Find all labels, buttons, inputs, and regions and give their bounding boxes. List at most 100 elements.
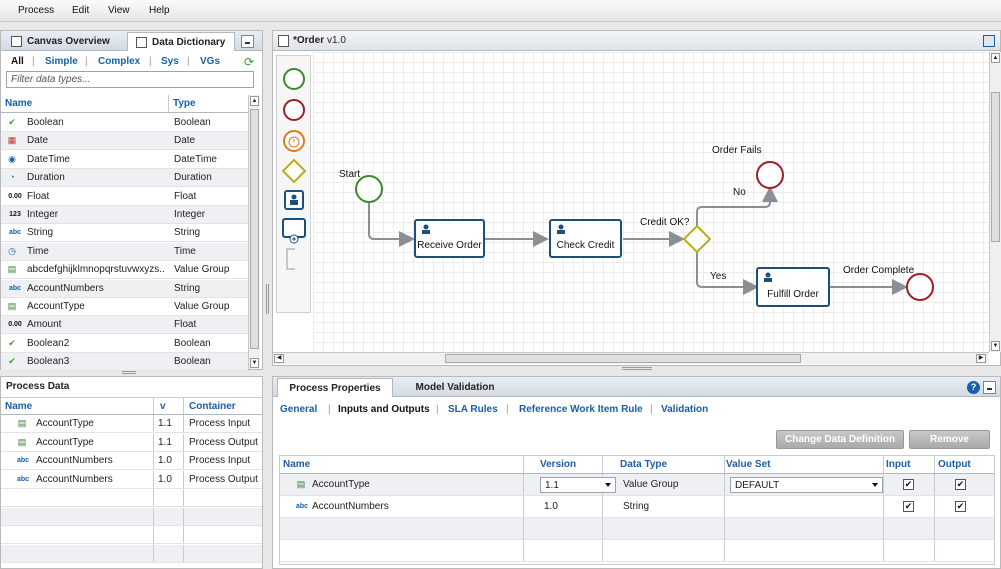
filter-vgs[interactable]: VGs — [200, 56, 221, 67]
subtab-reference-work-item-rule[interactable]: Reference Work Item Rule — [519, 404, 643, 415]
menu-help[interactable]: Help — [149, 5, 170, 16]
filter-all[interactable]: All — [11, 56, 24, 67]
subtab-sla-rules[interactable]: SLA Rules — [448, 404, 498, 415]
scroll-thumb[interactable] — [250, 109, 259, 349]
task-check-credit[interactable]: Check Credit — [549, 219, 622, 258]
canvas-splitter-handle[interactable] — [622, 367, 652, 370]
palette-timer-event-icon[interactable] — [283, 130, 305, 152]
palette-user-task-icon[interactable] — [284, 190, 304, 210]
value-set-dropdown[interactable]: DEFAULT — [730, 477, 883, 493]
remove-button[interactable]: Remove — [909, 430, 990, 449]
menu-view[interactable]: View — [108, 5, 130, 16]
version-dropdown[interactable]: 1.1 — [540, 477, 616, 493]
filter-simple[interactable]: Simple — [45, 56, 78, 67]
menu-edit[interactable]: Edit — [72, 5, 90, 16]
scroll-up-arrow[interactable]: ▲ — [991, 53, 1000, 63]
io-header-name[interactable]: Name — [283, 459, 311, 470]
canvas-vertical-scrollbar[interactable]: ▲ ▼ — [989, 52, 1001, 352]
process-data-version: 1.0 — [158, 455, 172, 466]
scroll-up-arrow[interactable]: ▲ — [250, 96, 259, 106]
scroll-right-arrow[interactable]: ▶ — [976, 354, 986, 363]
pd-header-container[interactable]: Container — [189, 401, 236, 412]
flow-gateway-no[interactable] — [696, 186, 778, 226]
tab-data-dictionary[interactable]: Data Dictionary — [127, 32, 235, 51]
output-checkbox[interactable]: ✔ — [955, 501, 966, 512]
filter-data-types-input[interactable]: Filter data types... — [6, 71, 254, 88]
properties-minimize-button[interactable] — [983, 381, 996, 394]
canvas-horizontal-scrollbar[interactable]: ◀ ▶ — [273, 352, 989, 364]
task-fulfill-order[interactable]: Fulfill Order — [756, 267, 830, 307]
palette-gateway-icon[interactable] — [281, 158, 307, 184]
start-event[interactable] — [355, 175, 383, 203]
header-type[interactable]: Type — [173, 98, 196, 109]
menu-process[interactable]: Process — [18, 5, 55, 16]
pd-header-version[interactable]: v — [160, 401, 166, 412]
io-header-output[interactable]: Output — [938, 459, 971, 470]
subtab-inputs-and-outputs[interactable]: Inputs and Outputs — [338, 404, 430, 415]
flow-start-to-receive[interactable] — [368, 202, 415, 247]
tab-model-validation[interactable]: Model Validation — [415, 382, 495, 393]
save-icon[interactable] — [983, 35, 995, 47]
minimize-button[interactable] — [241, 35, 254, 48]
data-types-scrollbar[interactable]: ▲ ▼ — [248, 95, 260, 369]
task-receive-order[interactable]: Receive Order — [414, 219, 485, 258]
data-types-header: Name Type — [1, 95, 249, 113]
io-header-version[interactable]: Version — [540, 459, 577, 470]
output-checkbox[interactable]: ✔ — [955, 479, 966, 490]
subtab-validation[interactable]: Validation — [661, 404, 709, 415]
end-event-order-fails[interactable] — [756, 161, 784, 189]
refresh-icon[interactable]: ⟳ — [243, 55, 254, 69]
tab-process-properties[interactable]: Process Properties — [277, 378, 393, 397]
io-header-data-type[interactable]: Data Type — [620, 459, 668, 470]
input-checkbox[interactable]: ✔ — [903, 501, 914, 512]
vertical-splitter-handle[interactable] — [266, 284, 269, 314]
tab-canvas-overview[interactable]: Canvas Overview — [3, 32, 125, 51]
input-checkbox[interactable]: ✔ — [903, 479, 914, 490]
flow-gateway-yes[interactable] — [696, 252, 759, 295]
io-header-value-set[interactable]: Value Set — [726, 459, 771, 470]
data-type-row[interactable]: ▤abcdefghijklmnopqrstuvwxyzs...Value Gro… — [1, 261, 248, 280]
help-icon[interactable]: ? — [967, 381, 980, 394]
palette-subprocess-icon[interactable] — [282, 218, 306, 244]
scroll-left-arrow[interactable]: ◀ — [274, 354, 284, 363]
end-event-order-complete[interactable] — [906, 273, 934, 301]
palette-annotation-icon[interactable] — [286, 248, 295, 270]
palette-end-event-icon[interactable] — [283, 99, 305, 121]
filter-sys[interactable]: Sys — [161, 56, 179, 67]
subtab-separator: | — [328, 404, 331, 415]
horizontal-splitter-handle[interactable] — [122, 371, 136, 374]
data-type-name: AccountNumbers — [27, 282, 104, 294]
scroll-down-arrow[interactable]: ▼ — [250, 358, 259, 368]
scroll-down-arrow[interactable]: ▼ — [991, 341, 1000, 351]
change-data-definition-button[interactable]: Change Data Definition — [776, 430, 904, 449]
io-header-input[interactable]: Input — [886, 459, 911, 470]
header-name[interactable]: Name — [5, 98, 33, 109]
credit-gateway[interactable] — [682, 224, 712, 254]
pd-header-name[interactable]: Name — [5, 401, 33, 412]
filter-complex[interactable]: Complex — [98, 56, 141, 67]
scroll-thumb[interactable] — [991, 92, 1000, 242]
palette-start-event-icon[interactable] — [283, 68, 305, 90]
scroll-thumb[interactable] — [445, 354, 801, 363]
subtab-general[interactable]: General — [280, 404, 318, 415]
process-diagram[interactable]: Receive Order Check Credit Fulfill Order… — [313, 52, 989, 352]
